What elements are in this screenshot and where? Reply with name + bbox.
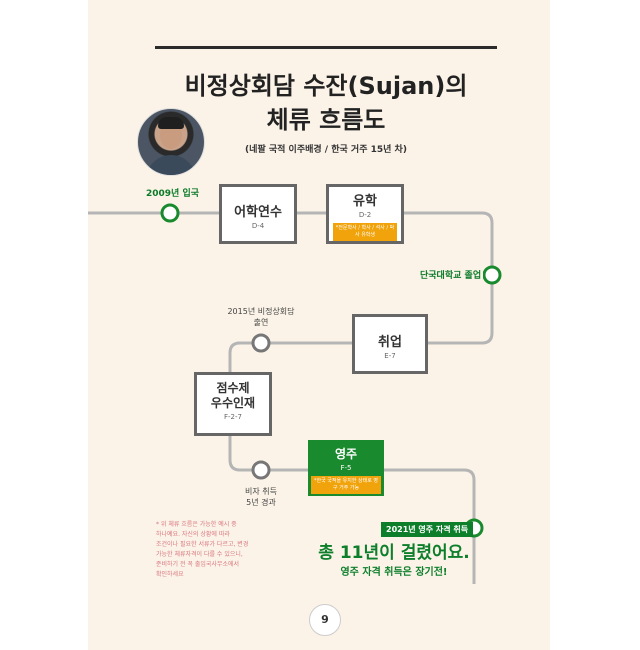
box-study-code: D-2	[358, 211, 372, 219]
title-line-1: 비정상회담 수잔(Sujan)의	[184, 72, 468, 100]
caution-line: 확인하세요	[156, 571, 184, 578]
caution-note: * 위 체류 흐름은 가능한 예시 중 하나예요. 자신의 상황에 따라 조건이…	[156, 520, 274, 580]
label-visa-line2: 5년 경과	[246, 498, 276, 507]
box-language-code: D-4	[251, 222, 265, 230]
box-points-code: F-2-7	[224, 413, 242, 421]
caution-line: 준비하기 전 꼭 출입국사무소에서	[156, 561, 240, 568]
avatar-hair	[158, 117, 184, 129]
box-job-code: E-7	[384, 352, 396, 360]
node-graduation	[482, 265, 502, 285]
label-tv-line2: 출연	[253, 318, 269, 327]
box-study-note: *전문학사 / 학사 / 석사 / 박사 유학생	[333, 223, 397, 241]
box-job-name: 취업	[378, 335, 402, 350]
box-language: 어학연수 D-4	[219, 184, 297, 244]
summary-headline: 총 11년이 걸렸어요.	[318, 543, 470, 563]
page-number: 9	[309, 604, 341, 636]
box-points: 점수제 우수인재 F-2-7	[194, 372, 272, 436]
subtitle: (네팔 국적 이주배경 / 한국 거주 15년 차)	[245, 145, 407, 155]
label-tv-line1: 2015년 비정상회담	[227, 307, 295, 316]
caution-line: 가능한 체류자격이 다를 수 있으니,	[156, 551, 243, 558]
label-tv: 2015년 비정상회담 출연	[216, 306, 306, 328]
title-rule	[155, 46, 497, 49]
node-tv	[251, 333, 271, 353]
avatar	[137, 108, 205, 176]
label-graduation: 단국대학교 졸업	[418, 268, 484, 281]
box-points-name: 점수제 우수인재	[197, 381, 269, 411]
box-points-line1: 점수제	[216, 381, 250, 395]
box-study-name: 유학	[353, 194, 377, 209]
label-visa: 비자 취득 5년 경과	[226, 486, 296, 508]
box-pr-code: F-5	[340, 464, 352, 472]
box-pr: 영주 F-5 *한국 국적을 유지한 상태로 영구 거주 가능	[308, 440, 384, 496]
label-visa-line1: 비자 취득	[245, 487, 277, 496]
box-study: 유학 D-2 *전문학사 / 학사 / 석사 / 박사 유학생	[326, 184, 404, 244]
summary-sub: 영주 자격 취득은 장기전!	[340, 567, 448, 578]
title-line-2: 체류 흐름도	[266, 106, 386, 134]
box-job: 취업 E-7	[352, 314, 428, 374]
node-visa	[251, 460, 271, 480]
caution-line: 조건이나 필요한 서류가 다르고, 변경	[156, 541, 249, 548]
box-language-name: 어학연수	[234, 205, 282, 220]
track-top	[88, 211, 494, 584]
caution-line: 하나예요. 자신의 상황에 따라	[156, 531, 230, 538]
caution-line: * 위 체류 흐름은 가능한 예시 중	[156, 521, 237, 528]
label-entry: 2009년 입국	[146, 189, 200, 199]
box-points-line2: 우수인재	[210, 396, 256, 410]
pr-badge: 2021년 영주 자격 취득	[381, 522, 474, 537]
avatar-body	[146, 155, 196, 175]
box-pr-note: *한국 국적을 유지한 상태로 영구 거주 가능	[311, 476, 381, 494]
box-pr-name: 영주	[334, 447, 358, 461]
node-entry	[160, 203, 180, 223]
